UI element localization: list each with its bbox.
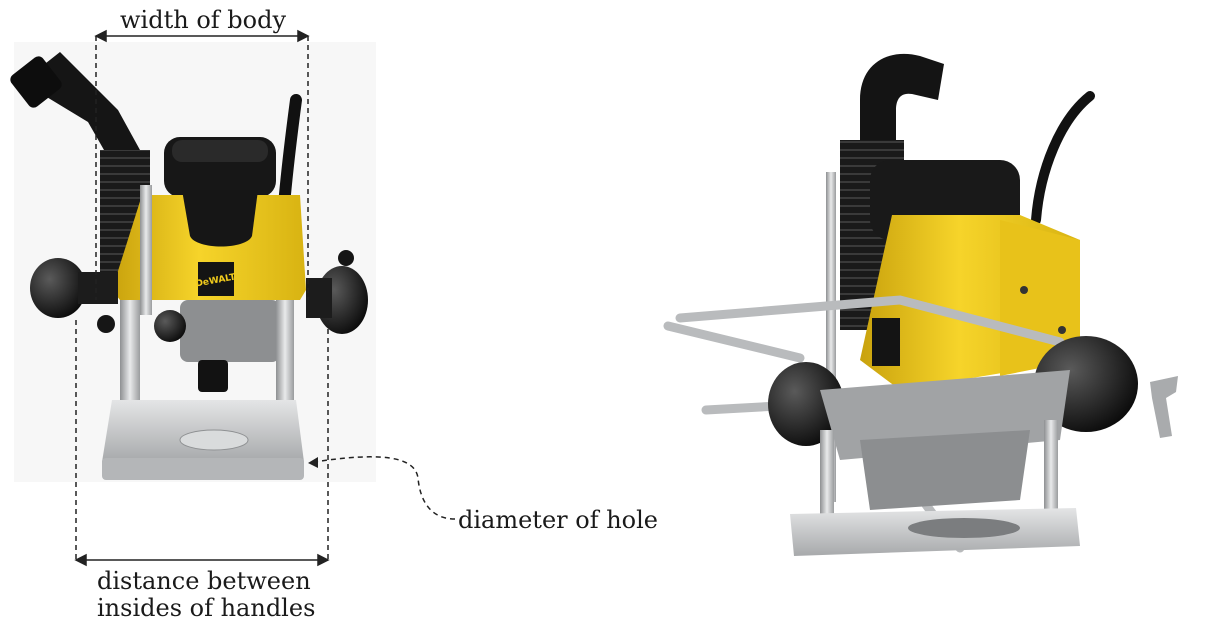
logo-badge-right	[872, 318, 900, 366]
power-cord	[278, 94, 302, 211]
column-right-right	[1044, 420, 1058, 516]
yellow-body	[112, 195, 306, 300]
body-black-grip	[182, 190, 258, 247]
diameter-of-hole-label: diameter of hole	[458, 506, 659, 534]
handle-arrow-left	[74, 553, 87, 567]
depth-rod	[140, 185, 152, 315]
width-arrow-right	[297, 29, 310, 43]
depth-adjust-knob	[154, 310, 186, 342]
body-screw-1	[1020, 286, 1028, 294]
power-cord-right	[1031, 91, 1095, 225]
left-handle-neck	[78, 272, 118, 304]
router-front-view: DeWALT	[10, 42, 376, 482]
distance-label-line-1: distance between	[97, 567, 311, 595]
router-angle-view	[663, 53, 1178, 556]
width-arrow-left	[94, 29, 107, 43]
left-lock-knob	[97, 315, 115, 333]
plunge-column-right	[276, 300, 294, 410]
collet-housing	[180, 300, 280, 362]
distance-label-line-2: insides of handles	[97, 594, 316, 622]
distance-between-handles-label: distance between insides of handles	[97, 567, 316, 622]
base-plate	[102, 458, 304, 480]
left-handle-knob	[30, 258, 86, 318]
depth-rod-right	[826, 172, 836, 502]
yellow-side-right	[1000, 220, 1080, 376]
base-motor-right	[860, 430, 1030, 510]
collet-nut	[198, 360, 228, 392]
column-left-right	[820, 430, 834, 516]
left-handle-knob-right	[768, 362, 844, 446]
base-hole	[179, 429, 249, 451]
dust-elbow	[860, 53, 944, 150]
annotation-lines	[74, 29, 456, 567]
motor-cap-top	[172, 140, 268, 162]
body-screw-2	[1058, 326, 1066, 334]
logo-badge	[198, 262, 234, 296]
hole-leader-arrow	[308, 457, 318, 468]
wing-nut	[1150, 376, 1178, 438]
right-handle-neck	[306, 278, 332, 318]
right-lock-knob	[338, 250, 354, 266]
base-hole-right	[908, 518, 1020, 538]
hole-leader	[313, 456, 456, 520]
width-of-body-label: width of body	[120, 6, 287, 34]
plunge-column-left	[120, 300, 140, 410]
handle-arrow-right	[317, 553, 330, 567]
